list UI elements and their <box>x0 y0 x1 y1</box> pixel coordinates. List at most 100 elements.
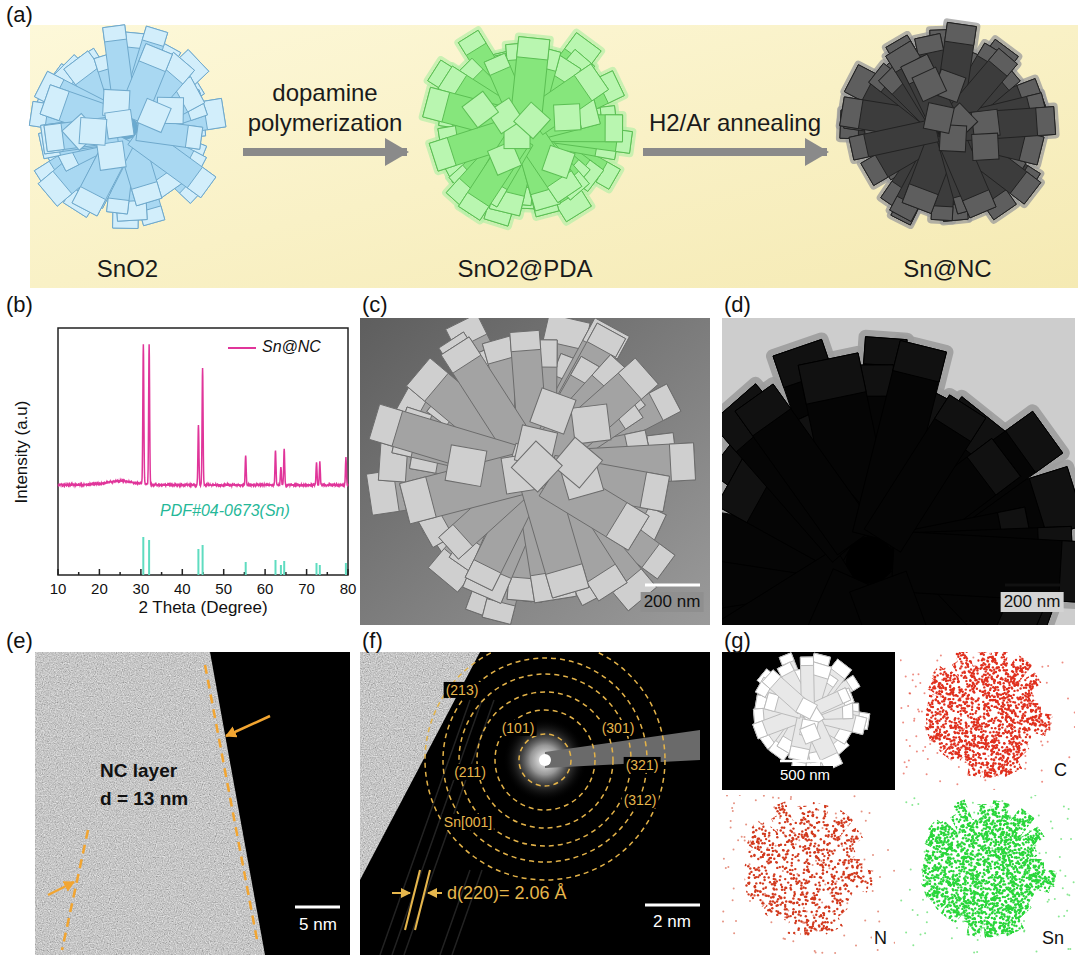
signal-dot <box>1025 762 1027 764</box>
signal-dot <box>922 742 924 744</box>
signal-dot <box>950 660 952 662</box>
signal-dot <box>950 665 952 667</box>
signal-dot <box>1040 769 1042 771</box>
signal-dot <box>1051 682 1053 684</box>
signal-dot <box>945 659 947 661</box>
signal-dot <box>1043 762 1045 764</box>
signal-dot <box>953 739 955 741</box>
signal-dot <box>943 763 945 765</box>
signal-dot <box>931 662 933 664</box>
signal-dot <box>980 731 982 733</box>
signal-dot <box>1029 765 1031 767</box>
signal-dot <box>916 766 918 768</box>
nanorod-end <box>912 67 947 102</box>
signal-dot <box>1014 773 1016 775</box>
signal-dot <box>1049 692 1051 694</box>
signal-dot <box>971 688 973 690</box>
signal-dot <box>968 725 970 727</box>
signal-dot <box>1027 721 1029 723</box>
signal-dot <box>989 699 991 701</box>
signal-dot <box>968 763 970 765</box>
signal-dot <box>1034 773 1036 775</box>
signal-dot <box>947 772 949 774</box>
signal-dot <box>1046 741 1048 743</box>
signal-dot <box>1043 744 1045 746</box>
signal-dot <box>959 738 961 740</box>
signal-dot <box>956 777 958 779</box>
signal-dot <box>1040 748 1042 750</box>
signal-dot <box>929 670 931 672</box>
signal-dot <box>938 661 940 663</box>
signal-dot <box>1040 734 1042 736</box>
nanorod-tip <box>800 657 813 666</box>
signal-dot <box>941 691 943 693</box>
signal-dot <box>978 770 980 772</box>
signal-dot <box>927 734 929 736</box>
signal-dot <box>1048 753 1050 755</box>
signal-dot <box>980 737 982 739</box>
signal-dot <box>1051 656 1053 658</box>
signal-dot <box>966 652 968 653</box>
signal-dot <box>1036 665 1038 667</box>
signal-dot <box>944 662 946 664</box>
signal-dot <box>929 777 931 779</box>
signal-dot <box>1051 670 1053 672</box>
signal-dot <box>1006 652 1008 653</box>
signal-dot <box>1048 721 1050 723</box>
signal-dot <box>922 654 924 656</box>
signal-dot <box>1003 656 1005 658</box>
signal-dot <box>1048 703 1050 705</box>
signal-dot <box>1031 674 1033 676</box>
nanorod-end <box>972 133 999 160</box>
nanorod-tip <box>40 85 69 121</box>
nanorod-end <box>796 698 818 720</box>
signal-dot <box>1040 773 1042 775</box>
signal-dot <box>930 773 932 775</box>
signal-dot <box>971 709 973 711</box>
signal-dot <box>1007 659 1009 661</box>
signal-dot <box>958 686 960 688</box>
signal-dot <box>996 731 998 733</box>
signal-dot <box>956 674 958 676</box>
signal-dot <box>934 676 936 678</box>
signal-dot <box>996 667 998 669</box>
signal-dot <box>1024 654 1026 656</box>
nanorod-end <box>571 404 611 444</box>
signal-dot <box>920 678 922 680</box>
signal-dot <box>1027 772 1029 774</box>
signal-dot <box>930 716 932 718</box>
signal-dot <box>1050 673 1052 675</box>
nanorod-tip <box>840 97 863 129</box>
signal-dot <box>1047 672 1049 674</box>
signal-dot <box>1041 737 1043 739</box>
signal-dot <box>1022 675 1024 677</box>
signal-dot <box>917 690 919 692</box>
signal-dot <box>937 774 939 776</box>
signal-dot <box>1046 659 1048 661</box>
signal-dot <box>963 671 965 673</box>
signal-dot <box>1015 682 1017 684</box>
signal-dot <box>1051 755 1053 757</box>
signal-dot <box>1050 695 1052 697</box>
signal-dot <box>973 664 975 666</box>
signal-dot <box>919 764 921 766</box>
signal-dot <box>942 663 944 665</box>
signal-dot <box>1021 752 1023 754</box>
signal-dot <box>934 676 936 678</box>
signal-dot <box>1038 699 1040 701</box>
signal-dot <box>1050 729 1052 731</box>
signal-dot <box>1047 775 1049 777</box>
signal-dot <box>1036 736 1038 738</box>
nanorod-end <box>445 445 487 487</box>
signal-dot <box>956 748 958 750</box>
signal-dot <box>1044 692 1046 694</box>
signal-dot <box>1014 776 1016 778</box>
nanorod-tip <box>902 184 938 214</box>
hrtem-lattice-image <box>360 652 710 955</box>
signal-dot <box>921 676 923 678</box>
signal-dot <box>950 663 952 665</box>
signal-dot <box>967 664 969 666</box>
signal-dot <box>1051 695 1053 697</box>
signal-dot <box>995 756 997 758</box>
signal-dot <box>1004 769 1006 771</box>
